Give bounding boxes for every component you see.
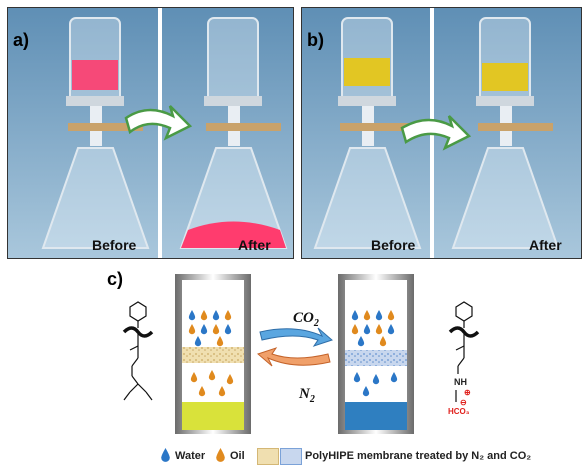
legend-blue-swatch — [280, 448, 302, 465]
charge-minus: ⊖ — [460, 398, 467, 407]
charge-plus: ⊕ — [464, 388, 471, 397]
before-label-b: Before — [371, 237, 416, 253]
left-molecule — [122, 301, 154, 401]
nh-label: NH — [454, 377, 467, 387]
legend-water: Water — [175, 450, 206, 462]
legend-oil: Oil — [230, 450, 245, 462]
water-drop-icon — [161, 448, 170, 462]
funnel-after-b — [451, 17, 560, 249]
before-label-a: Before — [92, 237, 137, 253]
funnel-before-b — [313, 17, 422, 249]
after-label-a: After — [238, 237, 271, 253]
after-label-b: After — [529, 237, 562, 253]
funnel-before-a — [41, 17, 150, 249]
bicarbonate-label: HCO₃ — [448, 407, 470, 416]
panel-a-illustration — [8, 8, 293, 258]
panel-b-illustration — [302, 8, 581, 258]
n2-label: N2 — [299, 386, 315, 405]
panel-label-a: a) — [13, 30, 30, 50]
co2-label: CO2 — [293, 310, 319, 329]
right-molecule — [448, 301, 480, 402]
legend-sandy-swatch — [257, 448, 279, 465]
funnel-after-a — [179, 17, 288, 249]
oil-drop-icon — [216, 448, 225, 462]
right-container — [338, 274, 414, 434]
panel-label-b: b) — [307, 30, 324, 50]
panel-a-photo — [7, 7, 294, 259]
panel-label-c: c) — [107, 269, 124, 289]
left-container — [175, 274, 251, 434]
panel-b-photo — [301, 7, 582, 259]
legend-membrane: PolyHIPE membrane treated by N₂ and CO₂ — [305, 450, 532, 462]
scheme-illustration — [122, 274, 480, 434]
